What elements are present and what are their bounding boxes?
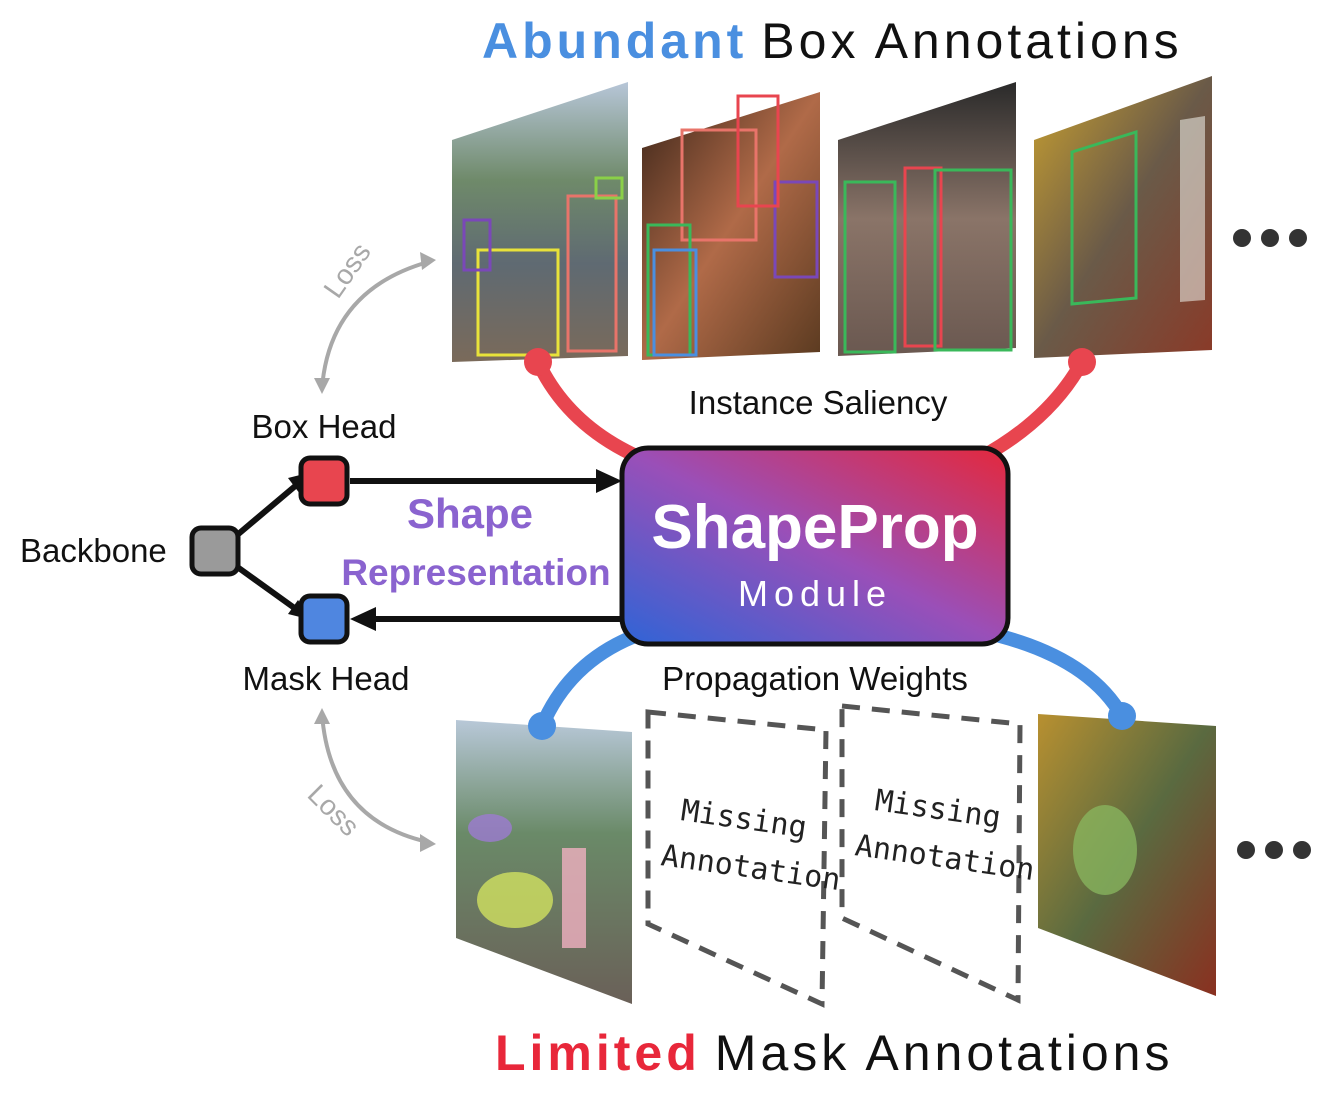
backbone-to-mask-edge	[234, 563, 302, 615]
box-head-label: Box Head	[252, 408, 397, 445]
saliency-dot-left	[524, 348, 552, 376]
loss-arrow-bottom	[314, 708, 436, 852]
mask-head-node	[298, 593, 350, 645]
loss-label-bottom: Loss	[302, 778, 366, 842]
top-ellipsis-icon	[1233, 229, 1307, 247]
top-title-rest: Box Annotations	[761, 13, 1182, 69]
shapeprop-module: ShapeProp Module	[619, 445, 1011, 647]
missing-annotation-frame-2: Missing Annotation	[839, 703, 1037, 1004]
top-title-emphasis: Abundant	[482, 13, 747, 69]
box-annotation-image-2	[642, 92, 820, 360]
propagation-weights-label: Propagation Weights	[662, 660, 968, 697]
backbone-node	[189, 525, 241, 577]
missing-annotation-frame-1: Missing Annotation	[645, 709, 843, 1008]
bottom-ellipsis-icon	[1237, 841, 1311, 859]
instance-saliency-label: Instance Saliency	[689, 384, 948, 421]
backbone-to-box-edge	[234, 479, 302, 539]
propagation-dot-right	[1108, 702, 1136, 730]
bottom-title-emphasis: Limited	[495, 1025, 701, 1081]
module-subtitle: Module	[738, 573, 892, 614]
loss-arrow-top	[314, 252, 436, 394]
module-name: ShapeProp	[651, 493, 978, 562]
box-annotation-image-1	[452, 82, 628, 362]
mask-annotation-image-4	[1038, 714, 1216, 996]
saliency-dot-right	[1068, 348, 1096, 376]
propagation-dot-left	[528, 712, 556, 740]
backbone-label: Backbone	[20, 532, 167, 569]
representation-label: Representation	[341, 552, 610, 593]
mask-head-label: Mask Head	[243, 660, 410, 697]
box-annotation-image-3	[838, 82, 1016, 356]
box-head-node	[298, 455, 350, 507]
bottom-title-rest: Mask Annotations	[715, 1025, 1174, 1081]
propagation-curve-left	[535, 627, 647, 733]
saliency-curve-right	[973, 355, 1089, 465]
saliency-curve-left	[531, 355, 657, 469]
box-annotation-image-4	[1034, 76, 1212, 358]
propagation-curve-right	[993, 629, 1129, 723]
shape-label: Shape	[407, 490, 533, 537]
mask-annotation-image-1	[456, 720, 632, 1004]
